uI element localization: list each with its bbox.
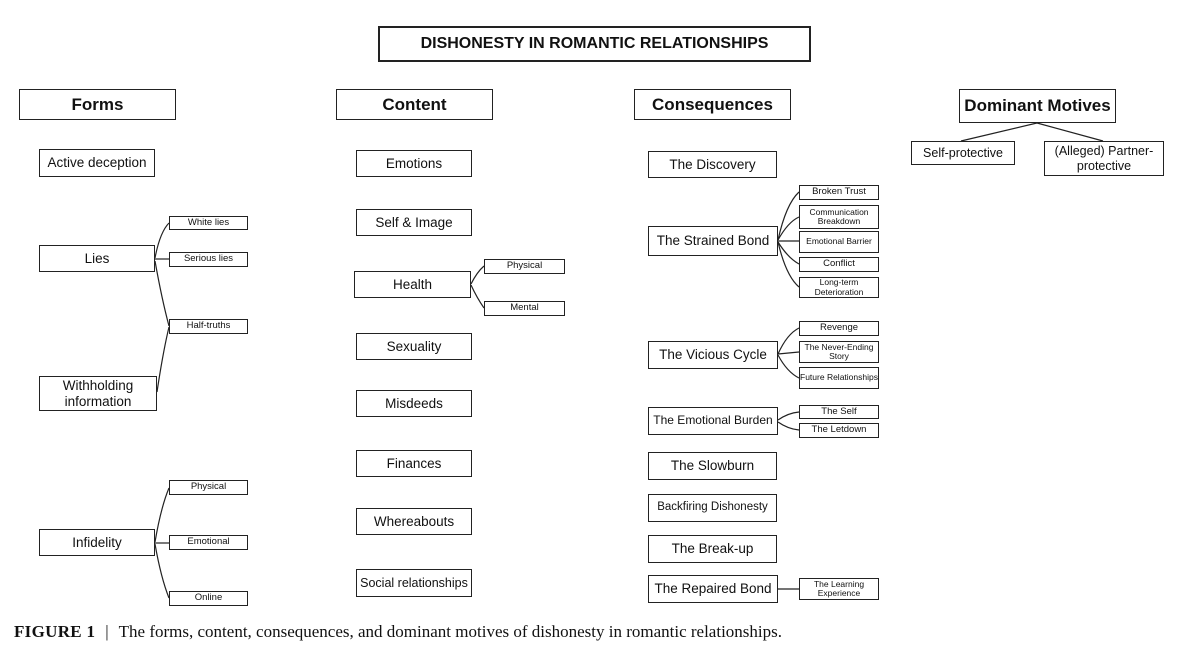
consequence-sub-conflict: Conflict [799,257,879,272]
form-active-deception: Active deception [39,149,155,177]
form-sub-white-lies: White lies [169,216,248,230]
form-lies: Lies [39,245,155,272]
form-sub-physical: Physical [169,480,248,495]
connector-health-mental [470,284,485,309]
consequence-sub-broken-trust: Broken Trust [799,185,879,200]
connector-lies-white-lies [154,222,170,259]
header-consequences: Consequences [634,89,791,120]
consequence-sub-future-relationships: Future Relationships [799,367,879,389]
diagram-title: DISHONESTY IN ROMANTIC RELATIONSHIPS [378,26,811,62]
form-sub-half-truths: Half-truths [169,319,248,334]
consequence-sub-learning-experience: The Learning Experience [799,578,879,600]
header-dominant-motives: Dominant Motives [959,89,1116,123]
motive-self-protective: Self-protective [911,141,1015,165]
connector-health-physical [470,265,485,285]
connector-strained-long-term [777,241,800,288]
figure-caption: FIGURE 1 | The forms, content, consequence… [14,622,782,642]
content-misdeeds: Misdeeds [356,390,472,417]
caption-text: The forms, content, consequences, and do… [118,622,783,641]
connector-burden-self [777,411,800,421]
content-whereabouts: Whereabouts [356,508,472,535]
form-infidelity: Infidelity [39,529,155,556]
connector-strained-broken-trust [777,191,800,241]
form-sub-online: Online [169,591,248,606]
consequence-sub-emotional-barrier: Emotional Barrier [799,231,879,253]
consequence-sub-the-self: The Self [799,405,879,419]
consequence-repaired-bond: The Repaired Bond [648,575,778,603]
content-sexuality: Sexuality [356,333,472,360]
caption-separator: | [105,622,109,641]
consequence-sub-communication-breakdown: Communication Breakdown [799,205,879,229]
connector-lies-half-truths [154,260,170,327]
content-social-relationships: Social relationships [356,569,472,597]
content-emotions: Emotions [356,150,472,177]
connector-burden-letdown [777,421,800,431]
header-forms: Forms [19,89,176,120]
form-sub-serious-lies: Serious lies [169,252,248,267]
consequence-strained-bond: The Strained Bond [648,226,778,256]
connector-motives-self-protective [960,122,1038,142]
connector-motives-partner-protective [1036,122,1104,142]
content-finances: Finances [356,450,472,477]
connector-strained-conflict [777,241,800,265]
connector-infidelity-online [154,543,170,599]
motive-partner-protective: (Alleged) Partner-protective [1044,141,1164,176]
consequence-sub-revenge: Revenge [799,321,879,336]
consequence-vicious-cycle: The Vicious Cycle [648,341,778,369]
consequence-break-up: The Break-up [648,535,777,563]
figure-label: FIGURE 1 [14,622,96,641]
connector-vicious-future [777,354,800,379]
connector-infidelity-physical [154,487,170,543]
consequence-slowburn: The Slowburn [648,452,777,480]
consequence-discovery: The Discovery [648,151,777,178]
connector-strained-communication [777,216,800,241]
form-sub-emotional: Emotional [169,535,248,550]
content-sub-mental: Mental [484,301,565,316]
content-sub-physical: Physical [484,259,565,274]
content-health: Health [354,271,471,298]
connector-vicious-revenge [777,327,800,355]
connector-vicious-never-ending [777,351,800,355]
header-content: Content [336,89,493,120]
consequence-sub-long-term-deterioration: Long-term Deterioration [799,277,879,298]
consequence-emotional-burden: The Emotional Burden [648,407,778,435]
connector-withholding-half-truths [156,326,170,393]
consequence-backfiring-dishonesty: Backfiring Dishonesty [648,494,777,522]
consequence-sub-the-letdown: The Letdown [799,423,879,438]
content-self-image: Self & Image [356,209,472,236]
form-withholding-information: Withholding information [39,376,157,411]
consequence-sub-never-ending-story: The Never-Ending Story [799,341,879,363]
